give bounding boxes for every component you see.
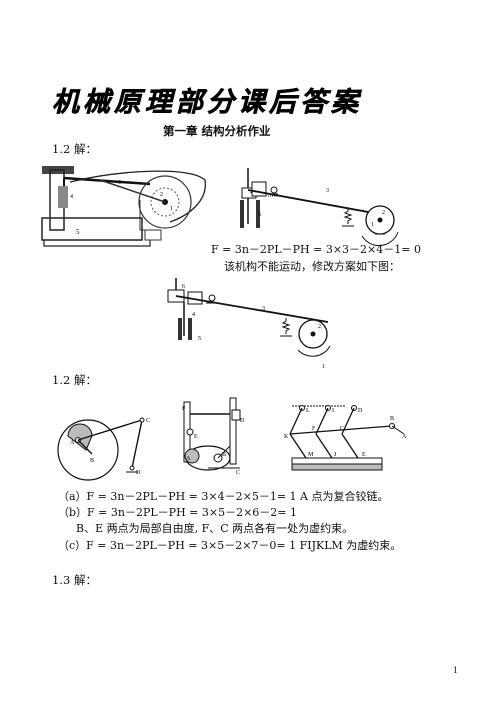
- fig4b-label: C: [236, 470, 240, 476]
- fig4a-label: A: [70, 440, 75, 446]
- fig3-label: 6: [182, 284, 185, 290]
- fig3-label: 2: [318, 324, 321, 330]
- fig3-label: 4: [192, 312, 195, 318]
- answer-c: （c）F = 3n－2PL－PH = 3×5－2×7－0= 1 FIJKLM 为…: [58, 539, 402, 552]
- fig4a-label: C: [146, 418, 150, 424]
- page-number: 1: [453, 666, 459, 675]
- figure-mechanism-modified: 6 3 4 5 2 1: [167, 278, 331, 370]
- fig4c-label: M: [308, 452, 314, 458]
- fig4c-label: L: [306, 408, 310, 414]
- fig3-label: 3: [262, 306, 265, 312]
- answer-b: （b）F = 3n－2PL－PH = 3×5－2×6－2= 1: [58, 506, 298, 519]
- fig1-label: 2: [160, 192, 163, 198]
- fig4b-label: F: [182, 406, 186, 412]
- figure-press-machine: 3 2 1 4 5: [41, 166, 206, 247]
- fig4c-label: C: [340, 426, 344, 432]
- fig2-label: 4: [250, 190, 253, 196]
- fig4c-label: J: [334, 452, 337, 458]
- section-1-3: 1.3 解：: [52, 573, 97, 587]
- fig2-label: 2: [382, 210, 385, 216]
- chapter-heading: 第一章 结构分析作业: [163, 124, 271, 138]
- document-title: 机械原理部分课后答案: [52, 87, 362, 119]
- fig3-label: 5: [198, 336, 201, 342]
- fig2-label: 3: [326, 188, 329, 194]
- fig2-label: 1: [371, 222, 374, 228]
- fig4c-label: F: [312, 426, 316, 432]
- fig4c-label: B: [390, 416, 394, 422]
- fig1-label: 1: [170, 206, 173, 212]
- fig4c-label: K: [284, 434, 289, 440]
- fig4c-label: I: [332, 408, 334, 414]
- figure-mechanism-c: K L I D F C B A M J E: [284, 405, 407, 471]
- fig4c-label: E: [362, 452, 366, 458]
- fig4a-label: B: [90, 458, 94, 464]
- answer-a: （a）F = 3n－2PL－PH = 3×4－2×5－1= 1 A 点为复合铰链…: [58, 490, 389, 503]
- fig3-label: 1: [322, 364, 325, 370]
- fig4b-label: D: [240, 418, 245, 424]
- fig4b-label: B: [222, 452, 226, 458]
- figure-mechanism-a: A B C D: [57, 417, 150, 481]
- fig1-label: 3: [118, 180, 121, 186]
- note-1: 该机构不能运动，修改方案如下图：: [224, 260, 400, 273]
- fig1-label: 5: [76, 228, 80, 236]
- figure-mechanism-b: F D E A B C: [182, 397, 245, 476]
- section-1-2-second: 1.2 解：: [52, 373, 97, 387]
- fig2-label: 5: [258, 212, 261, 218]
- formula-1: F = 3n－2PL－PH = 3×3－2×4－1= 0: [211, 243, 421, 256]
- section-1-2-first: 1.2 解：: [52, 142, 97, 156]
- fig4c-label: A: [402, 434, 407, 440]
- fig4c-label: D: [358, 408, 363, 414]
- figure-mechanism-original: 3 4 5 2 1: [240, 168, 399, 247]
- fig1-label: 4: [70, 194, 73, 200]
- fig4b-label: E: [194, 434, 198, 440]
- fig4b-label: A: [186, 456, 191, 462]
- fig4a-label: D: [136, 470, 141, 476]
- answer-b-note: B、E 两点为局部自由度, F、C 两点各有一处为虚约束。: [76, 522, 354, 535]
